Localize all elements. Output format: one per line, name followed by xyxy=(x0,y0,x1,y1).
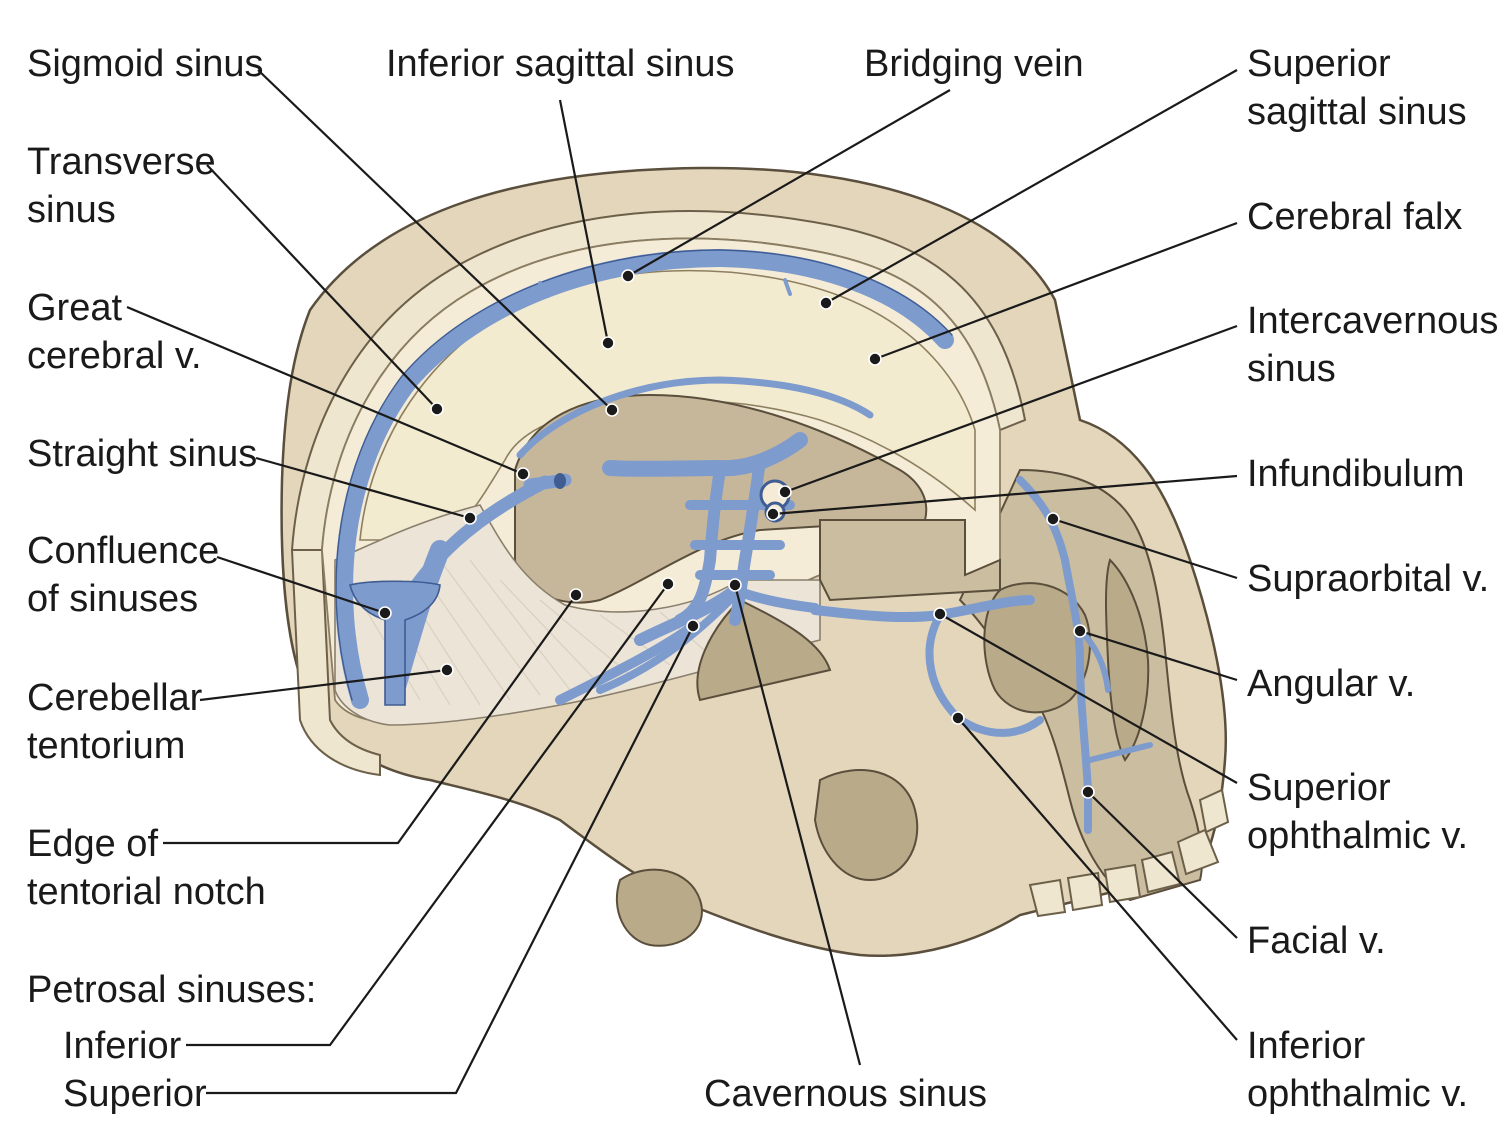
label-petrosal-sinuses: Petrosal sinuses: xyxy=(27,969,316,1011)
label-cavernous-sinus: Cavernous sinus xyxy=(704,1073,987,1115)
anterior-cranial-fossa xyxy=(819,519,1001,602)
temporal-fossa xyxy=(813,769,919,882)
label-confluence-line2: of sinuses xyxy=(27,578,198,620)
label-intercavernous-sinus-line1: Intercavernous xyxy=(1247,300,1498,342)
superior-sagittal-sinus-vessel xyxy=(335,249,954,709)
nasal-aperture xyxy=(1105,558,1150,762)
leader-superior-ophthalmic-v xyxy=(939,613,1238,784)
leader-edge-tentorial-notch xyxy=(163,594,577,845)
confluence-vessel xyxy=(349,580,441,706)
label-superior-sagittal-sinus-line1: Superior xyxy=(1247,43,1391,85)
leader-angular-v xyxy=(1079,629,1238,682)
label-inferior-sagittal-sinus: Inferior sagittal sinus xyxy=(386,43,735,85)
leader-straight-sinus xyxy=(255,456,471,520)
label-great-cerebral-v-line1: Great xyxy=(27,287,122,329)
label-facial-v: Facial v. xyxy=(1247,920,1386,962)
label-inferior-ophthalmic-v-line1: Inferior xyxy=(1247,1025,1366,1067)
label-petrosal-inferior: Inferior xyxy=(63,1025,182,1067)
label-cerebellar-tentorium-line1: Cerebellar xyxy=(27,677,203,719)
leader-inferior-sagittal-sinus xyxy=(558,99,610,344)
label-inferior-ophthalmic-v-line2: ophthalmic v. xyxy=(1247,1073,1468,1115)
leader-cavernous-sinus xyxy=(733,584,862,1066)
leader-intercavernous-sinus xyxy=(784,324,1238,494)
leader-inferior-ophthalmic-v xyxy=(957,717,1238,1041)
leader-confluence xyxy=(216,555,386,615)
leader-superior-sagittal-sinus xyxy=(825,69,1238,304)
leader-supraorbital-v xyxy=(1052,517,1238,580)
label-transverse-sinus-line1: Transverse xyxy=(27,141,216,183)
leader-transverse-sinus xyxy=(206,164,438,410)
label-superior-ophthalmic-v-line2: ophthalmic v. xyxy=(1247,815,1468,857)
label-supraorbital-v: Supraorbital v. xyxy=(1247,558,1489,600)
label-edge-tentorial-notch-line2: tentorial notch xyxy=(27,871,266,913)
leader-bridging-vein xyxy=(627,89,951,277)
venous-sinuses xyxy=(335,249,1153,834)
leader-cerebellar-tentorium xyxy=(199,668,448,702)
label-sigmoid-sinus: Sigmoid sinus xyxy=(27,43,264,85)
leader-infundibulum xyxy=(772,474,1238,516)
skull-illustration xyxy=(280,166,1230,957)
external-acoustic-meatus xyxy=(615,868,703,947)
leader-petrosal-inferior xyxy=(186,583,669,1047)
leader-lines xyxy=(126,69,1238,1095)
label-cerebellar-tentorium-line2: tentorium xyxy=(27,725,185,767)
leader-facial-v xyxy=(1087,791,1238,939)
middle-cranial-fossa xyxy=(696,598,832,702)
label-confluence-line1: Confluence xyxy=(27,530,219,572)
label-straight-sinus: Straight sinus xyxy=(27,433,257,475)
leader-petrosal-superior xyxy=(206,625,694,1095)
label-superior-sagittal-sinus-line2: sagittal sinus xyxy=(1247,91,1467,133)
label-infundibulum: Infundibulum xyxy=(1247,453,1465,495)
label-petrosal-superior: Superior xyxy=(63,1073,207,1115)
label-superior-ophthalmic-v-line1: Superior xyxy=(1247,767,1391,809)
label-angular-v: Angular v. xyxy=(1247,663,1415,705)
teeth xyxy=(1028,788,1230,918)
leader-great-cerebral-v xyxy=(126,305,524,476)
cut-surface-sagittal xyxy=(290,549,381,777)
label-edge-tentorial-notch-line1: Edge of xyxy=(27,823,158,865)
label-great-cerebral-v-line2: cerebral v. xyxy=(27,335,202,377)
label-transverse-sinus-line2: sinus xyxy=(27,189,116,231)
label-cerebral-falx: Cerebral falx xyxy=(1247,196,1462,238)
leader-sigmoid-sinus xyxy=(257,69,613,411)
orbit xyxy=(983,582,1091,714)
cavernous-network xyxy=(555,432,820,705)
labels: Sigmoid sinus Transverse sinus Great cer… xyxy=(27,43,1498,1115)
inferior-sagittal-sinus-vessel xyxy=(516,376,874,459)
label-intercavernous-sinus-line2: sinus xyxy=(1247,348,1336,390)
label-bridging-vein: Bridging vein xyxy=(864,43,1084,85)
leader-cerebral-falx xyxy=(874,221,1238,361)
